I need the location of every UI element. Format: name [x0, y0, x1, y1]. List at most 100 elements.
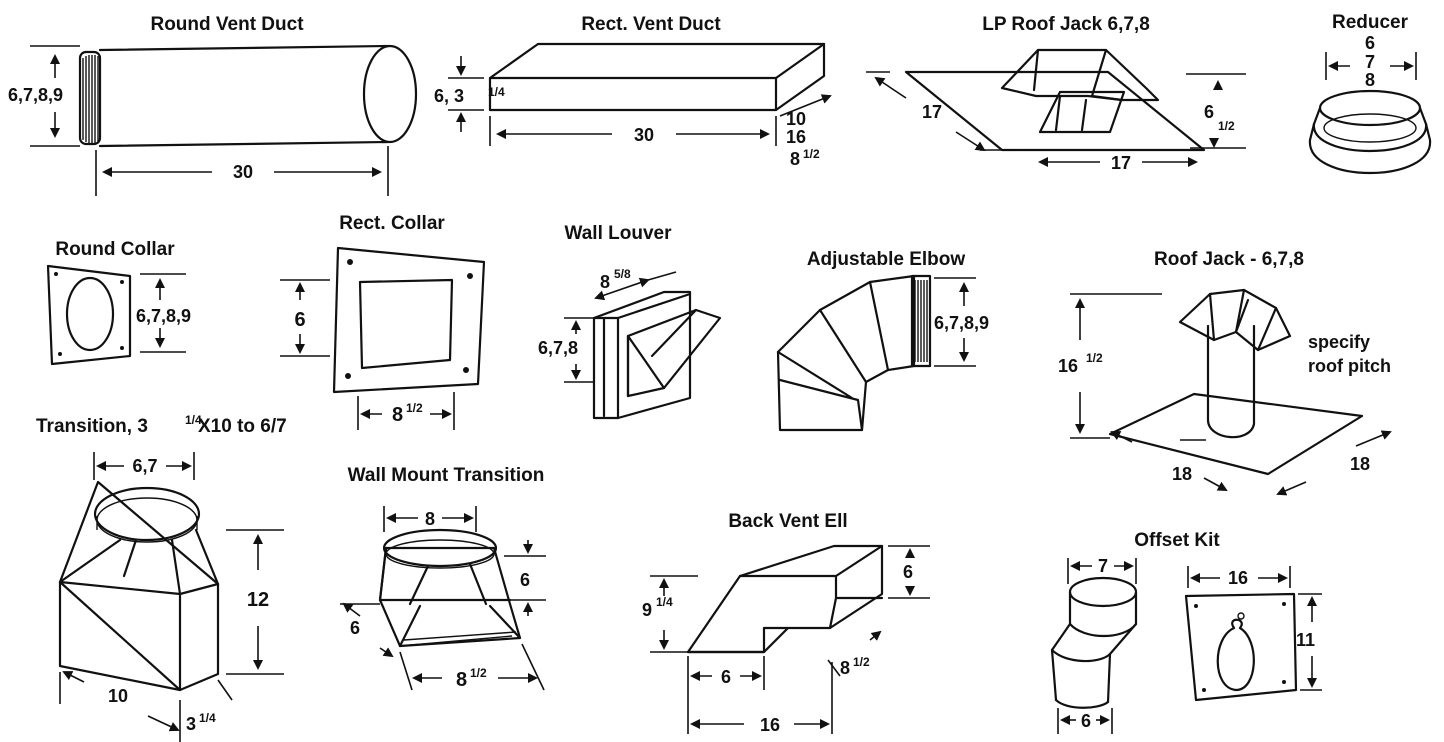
transition-dims: 12 10 3 1/4 — [59, 529, 284, 742]
transition-depth-frac: 1/4 — [199, 711, 216, 725]
offset-kit-plate-dims: 16 — [1187, 566, 1291, 588]
offset-kit-plate-height-dims: 11 — [1296, 593, 1322, 691]
lp-roof-jack-side-b-dim: 17 — [1111, 153, 1131, 173]
adjustable-elbow: Adjustable Elbow 6,7,8,9 — [776, 249, 989, 432]
rect-vent-duct-length-dim: 30 — [634, 125, 654, 145]
round-vent-duct-dims: 6,7,8,9 30 — [8, 45, 389, 196]
wall-mount-transition: Wall Mount Transition 8 6 6 8 — [340, 465, 546, 691]
transition-title-a: Transition, 3 — [36, 416, 148, 437]
transition-height-dim: 12 — [247, 589, 269, 611]
round-collar-dim: 6,7,8,9 — [136, 306, 191, 326]
offset-kit-pipe-top-dim: 7 — [1098, 556, 1108, 576]
wall-louver-depth-dim: 8 — [600, 272, 610, 292]
adjustable-elbow-dim: 6,7,8,9 — [934, 313, 989, 333]
reducer-size-c: 8 — [1365, 70, 1375, 90]
wall-louver: Wall Louver 8 5/8 6,7,8 — [538, 223, 722, 420]
back-vent-ell-title: Back Vent Ell — [728, 511, 847, 532]
wall-mount-transition-title: Wall Mount Transition — [348, 465, 545, 486]
round-collar-title: Round Collar — [55, 239, 175, 260]
rect-collar: Rect. Collar 6 8 1/2 — [280, 213, 486, 430]
roof-jack-height-frac: 1/2 — [1086, 351, 1103, 365]
reducer-size-b: 7 — [1365, 52, 1375, 72]
lp-roof-jack-drawing — [904, 48, 1206, 152]
wall-louver-dims: 8 5/8 6,7,8 — [538, 267, 677, 383]
rect-vent-duct-dims: 6, 3 1/4 30 10 16 8 1/2 — [434, 56, 832, 169]
wall-louver-drawing — [592, 290, 722, 420]
lp-roof-jack-height-dim: 6 — [1204, 102, 1214, 122]
adjustable-elbow-dims: 6,7,8,9 — [934, 277, 989, 367]
rect-vent-duct-drawing — [488, 42, 826, 112]
wall-mount-transition-top-dim: 8 — [425, 509, 435, 529]
transition-dims-top: 6,7 — [93, 452, 195, 480]
offset-kit-title: Offset Kit — [1134, 530, 1220, 551]
roof-jack-note-line2: roof pitch — [1308, 356, 1391, 376]
rect-vent-duct-width-a: 10 — [786, 109, 806, 129]
back-vent-ell-dims: 9 1/4 6 8 1/2 6 16 — [642, 545, 930, 735]
wall-mount-transition-dims-top: 8 — [383, 506, 477, 532]
reducer-title: Reducer — [1332, 12, 1409, 33]
wall-mount-transition-bottom-dim: 8 — [456, 669, 467, 691]
back-vent-ell-rise-dim: 9 — [642, 600, 652, 620]
wall-mount-transition-left-dim: 6 — [350, 618, 360, 638]
offset-kit-plate-height-dim: 11 — [1296, 630, 1315, 650]
offset-kit: Offset Kit 7 6 16 — [1050, 530, 1322, 734]
lp-roof-jack-side-a-dim: 17 — [922, 102, 942, 122]
wall-louver-size-dim: 6,7,8 — [538, 338, 578, 358]
round-vent-duct-diameter-dim: 6,7,8,9 — [8, 85, 63, 105]
roof-jack-note-line1: specify — [1308, 332, 1370, 352]
transition-title-frac: 1/4 — [185, 413, 202, 427]
back-vent-ell-rise-frac: 1/4 — [656, 595, 673, 609]
back-vent-ell-drawing — [686, 544, 884, 654]
round-collar-drawing — [46, 264, 132, 366]
round-vent-duct: Round Vent Duct 6,7,8,9 30 — [8, 14, 418, 196]
rect-collar-dims: 6 8 1/2 — [280, 279, 455, 430]
roof-jack-dims: 16 1/2 specify roof pitch 18 18 — [1058, 293, 1392, 496]
rect-vent-duct-height-dim: 6, 3 — [434, 86, 464, 106]
lp-roof-jack: LP Roof Jack 6,7,8 17 17 6 1/2 — [866, 14, 1246, 173]
rect-vent-duct-width-c: 8 — [790, 149, 800, 169]
rect-vent-duct: Rect. Vent Duct 6, 3 1/4 30 10 16 8 1/2 — [434, 14, 832, 169]
reducer-size-a: 6 — [1365, 33, 1375, 53]
back-vent-ell-top-dim: 6 — [903, 562, 913, 582]
wall-mount-transition-dims: 6 6 8 1/2 — [340, 540, 546, 691]
back-vent-ell-depth-dim: 8 — [840, 658, 850, 678]
transition-depth-dim: 3 — [186, 714, 196, 734]
transition-length-dim: 10 — [108, 686, 128, 706]
rect-collar-title: Rect. Collar — [339, 213, 445, 234]
rect-collar-height-dim: 6 — [294, 309, 305, 331]
lp-roof-jack-dims: 17 17 6 1/2 — [866, 71, 1246, 173]
back-vent-ell: Back Vent Ell 9 1/4 6 8 1/2 6 16 — [642, 511, 930, 735]
round-collar-dims: 6,7,8,9 — [136, 273, 191, 353]
reducer-dims — [1325, 52, 1417, 80]
roof-jack-side-b-dim: 18 — [1350, 454, 1370, 474]
rect-vent-duct-height-frac: 1/4 — [488, 85, 505, 99]
rect-vent-duct-width-b: 16 — [786, 127, 806, 147]
adjustable-elbow-title: Adjustable Elbow — [807, 249, 966, 270]
offset-kit-pipe-bottom-dim: 6 — [1081, 711, 1091, 731]
wall-mount-transition-bottom-frac: 1/2 — [470, 666, 487, 680]
lp-roof-jack-height-frac: 1/2 — [1218, 119, 1235, 133]
offset-kit-plate-width-dim: 16 — [1228, 568, 1248, 588]
lp-roof-jack-title: LP Roof Jack 6,7,8 — [982, 14, 1150, 35]
adjustable-elbow-drawing — [776, 274, 932, 432]
roof-jack-height-dim: 16 — [1058, 356, 1078, 376]
back-vent-ell-base-a-dim: 6 — [721, 667, 731, 687]
roof-jack-side-a-dim: 18 — [1172, 464, 1192, 484]
round-vent-duct-drawing — [78, 44, 418, 148]
rect-vent-duct-title: Rect. Vent Duct — [581, 14, 721, 35]
round-vent-duct-length-dim: 30 — [233, 162, 253, 182]
rect-collar-width-frac: 1/2 — [406, 401, 423, 415]
roof-jack-title: Roof Jack - 6,7,8 — [1154, 249, 1304, 270]
wall-louver-depth-frac: 5/8 — [614, 267, 631, 281]
transition-drawing — [58, 480, 220, 692]
reducer-drawing — [1308, 89, 1432, 174]
transition-title-b: X10 to 6/7 — [198, 416, 287, 437]
offset-kit-pipe-dims-top: 7 — [1067, 556, 1137, 584]
roof-jack: Roof Jack - 6,7,8 16 1/2 specify roof pi… — [1058, 249, 1392, 496]
transition-top-dim: 6,7 — [132, 456, 157, 476]
round-vent-duct-title: Round Vent Duct — [150, 14, 304, 35]
offset-kit-plate-drawing — [1184, 592, 1298, 702]
roof-jack-drawing — [1108, 288, 1364, 476]
